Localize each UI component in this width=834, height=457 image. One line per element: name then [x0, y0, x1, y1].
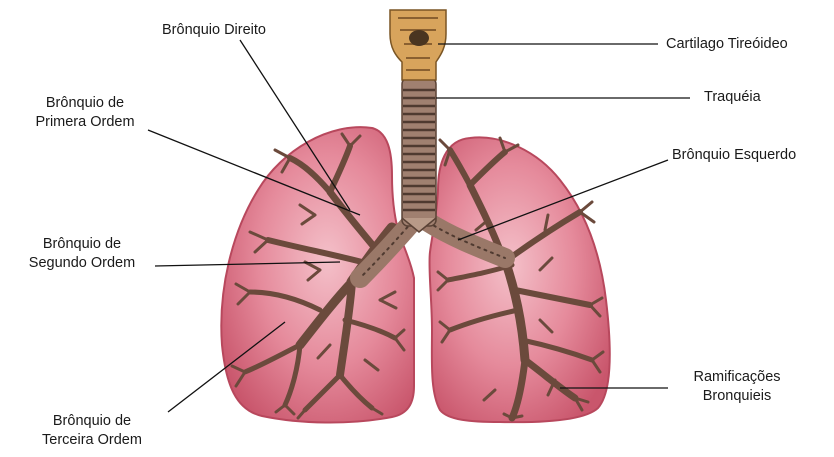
thyroid-cartilage	[390, 10, 446, 80]
label-terceira-ordem-line2: Terceira Ordem	[22, 431, 162, 450]
label-segunda-ordem: Brônquio de Segundo Ordem	[12, 235, 152, 273]
label-primeira-ordem-line2: Primera Ordem	[20, 113, 150, 132]
label-terceira-ordem-line1: Brônquio de	[22, 412, 162, 431]
label-ramificacoes-line1: Ramificações	[672, 368, 802, 387]
label-cartilago-tireoideo: Cartilago Tireóideo	[666, 35, 788, 54]
label-bronquio-esquerdo: Brônquio Esquerdo	[672, 146, 796, 165]
label-ramificacoes-line2: Bronquieis	[672, 387, 802, 406]
label-traqueia: Traquéia	[704, 88, 761, 107]
label-primeira-ordem: Brônquio de Primera Ordem	[20, 94, 150, 132]
label-segunda-ordem-line1: Brônquio de	[12, 235, 152, 254]
label-segunda-ordem-line2: Segundo Ordem	[12, 254, 152, 273]
label-primeira-ordem-line1: Brônquio de	[20, 94, 150, 113]
label-bronquio-direito: Brônquio Direito	[162, 21, 266, 40]
label-terceira-ordem: Brônquio de Terceira Ordem	[22, 412, 162, 450]
label-ramificacoes: Ramificações Bronquieis	[672, 368, 802, 406]
trachea	[402, 78, 436, 232]
